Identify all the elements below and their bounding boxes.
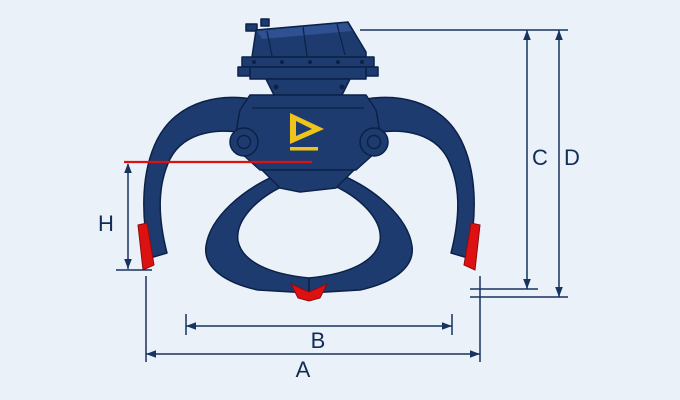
logo-inner-notch <box>296 121 312 136</box>
dim-label-b: B <box>311 328 326 353</box>
rotator-seam-3 <box>336 23 346 56</box>
rotator-collar-lug-left <box>237 66 251 77</box>
bolt-dots <box>252 60 364 90</box>
arrow-h-top <box>124 163 132 173</box>
arrow-h-bottom <box>124 259 132 269</box>
dim-label-h: H <box>98 211 114 236</box>
rotator-collar-lug-right <box>365 66 379 77</box>
arrow-c-top <box>523 30 531 40</box>
dimension-arrowheads <box>124 30 563 358</box>
rotator-seam-2 <box>302 26 308 57</box>
machine-detail-lines <box>252 23 364 109</box>
rotator-top-face <box>257 23 352 39</box>
arrow-a-left <box>146 350 156 358</box>
pivot-boss-left-hub <box>236 134 252 150</box>
pivot-boss-right-hub <box>366 134 382 150</box>
arrow-c-bottom <box>523 279 531 289</box>
arrow-b-right <box>442 322 452 330</box>
wear-tip-left <box>137 222 155 271</box>
rotator-seam-1 <box>266 30 273 57</box>
logo-underline <box>290 147 318 151</box>
arrow-a-right <box>470 350 480 358</box>
arrow-d-top <box>555 30 563 40</box>
wear-tip-center <box>289 282 329 302</box>
grab-body-bottom-plate <box>261 169 355 193</box>
dimension-lines <box>116 29 568 362</box>
wear-tips <box>137 222 481 302</box>
dimension-labels: H C D B A <box>98 145 580 382</box>
neck-pin-left <box>273 84 279 90</box>
arrow-d-bottom <box>555 287 563 297</box>
flange-bolt <box>360 60 364 64</box>
rotator-neck <box>265 78 351 96</box>
dim-label-c: C <box>532 145 548 170</box>
machine-highlights <box>257 23 352 39</box>
rotator-collar <box>249 66 367 80</box>
rotator-top-tab-small <box>260 18 270 27</box>
flange-bolt <box>308 60 312 64</box>
dim-label-a: A <box>296 357 311 382</box>
flange-bolt <box>252 60 256 64</box>
flange-bolt <box>336 60 340 64</box>
flange-bolt <box>280 60 284 64</box>
arrow-b-left <box>186 322 196 330</box>
neck-pin-right <box>339 84 345 90</box>
dim-label-d: D <box>564 145 580 170</box>
